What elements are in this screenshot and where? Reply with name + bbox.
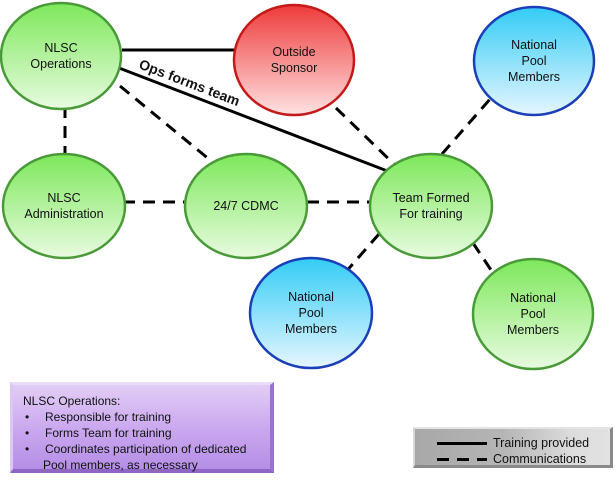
bullet-icon: • xyxy=(25,426,30,440)
node-nlsc-administration: NLSC Administration xyxy=(1,152,127,260)
node-ellipse xyxy=(472,5,596,117)
node-label: For training xyxy=(399,207,462,221)
node-label: Administration xyxy=(24,207,103,221)
node-label: Members xyxy=(508,70,560,84)
node-ellipse xyxy=(368,152,494,260)
node-ellipse xyxy=(232,3,356,117)
edge-dashed-outside-sponsor-to-team-formed xyxy=(334,106,398,168)
node-label: Pool xyxy=(298,306,323,320)
notes-bullet-text: Coordinates participation of dedicated xyxy=(45,442,247,456)
node-ellipse xyxy=(183,152,309,260)
node-label: NLSC xyxy=(44,41,77,55)
solid-line-icon xyxy=(437,441,487,445)
node-ellipse xyxy=(471,257,595,371)
dashed-line-icon xyxy=(437,457,487,461)
nodes: NLSCOperationsOutsideSponsorNationalPool… xyxy=(0,1,596,371)
notes-bullet-text: Responsible for training xyxy=(45,410,172,424)
legend: Training provided Communications xyxy=(413,427,613,468)
node-label: National xyxy=(511,38,557,52)
notes-bullet-text: Pool members, as necessary xyxy=(43,458,198,472)
edge-solid-nlsc-operations-to-team-formed xyxy=(118,66,391,174)
node-label: National xyxy=(288,290,334,304)
edges xyxy=(63,48,497,277)
node-label: NLSC xyxy=(47,191,80,205)
node-label: Sponsor xyxy=(271,61,318,75)
node-nlsc-operations: NLSC Operations xyxy=(0,1,123,111)
notes-bullet-list: • Responsible for training • Forms Team for… xyxy=(23,409,260,473)
edge-dashed-team-formed-to-national-pool-bottom-green xyxy=(471,242,497,277)
node-label: Pool xyxy=(521,54,546,68)
node-label: National xyxy=(510,291,556,305)
node-label: Members xyxy=(285,322,337,336)
bullet-icon: • xyxy=(25,410,30,424)
node-label: Pool xyxy=(520,307,545,321)
node-ellipse xyxy=(0,1,123,111)
node-label: Members xyxy=(507,323,559,337)
node-ellipse xyxy=(248,256,374,370)
legend-label: Communications xyxy=(493,452,587,466)
notes-bullet-item: • Responsible for training xyxy=(23,409,260,425)
node-cdmc: 24/7 CDMC xyxy=(183,152,309,260)
notes-bullet-text: Forms Team for training xyxy=(45,426,172,440)
node-label: Outside xyxy=(272,45,315,59)
bullet-icon: • xyxy=(25,442,30,456)
edge-dashed-team-formed-to-national-pool-top xyxy=(440,97,493,155)
node-ellipse xyxy=(1,152,127,260)
node-label: 24/7 CDMC xyxy=(213,199,278,213)
edge-dashed-team-formed-to-national-pool-bottom-blue xyxy=(342,233,381,275)
notes-title: NLSC Operations: xyxy=(23,394,121,408)
node-label: Operations xyxy=(30,57,91,71)
legend-label: Training provided xyxy=(493,436,590,450)
node-label: Team Formed xyxy=(392,191,469,205)
notes-box: NLSC Operations: • Responsible for traini… xyxy=(10,382,274,473)
notes-bullet-item: • Forms Team for training xyxy=(23,425,260,441)
